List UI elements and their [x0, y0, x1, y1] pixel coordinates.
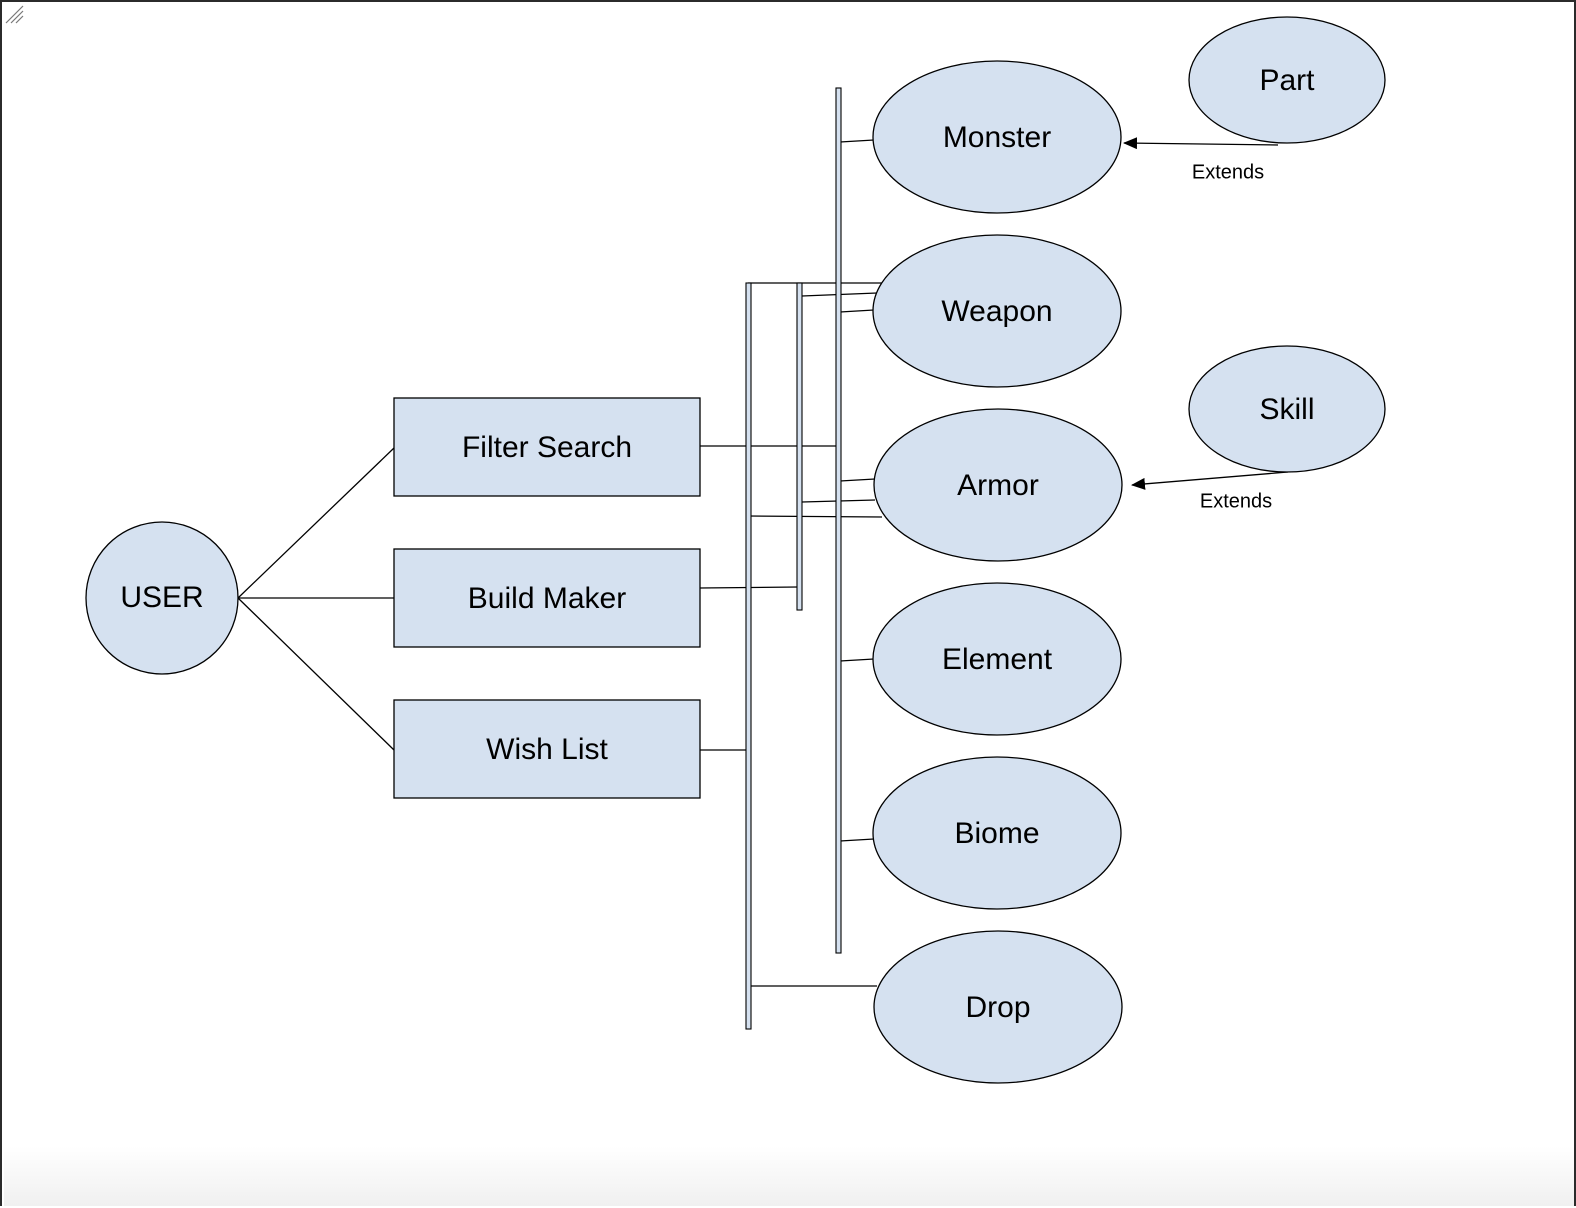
extends-label-skill: Extends [1200, 490, 1272, 512]
entity-label: Drop [965, 991, 1030, 1024]
extension-ellipse [1188, 345, 1386, 473]
user-circle [85, 521, 239, 675]
build-maker-bus [796, 282, 803, 611]
feature-build-maker[interactable]: Build Maker [393, 548, 701, 648]
feature-label: Build Maker [468, 582, 626, 615]
feature-label: Wish List [486, 733, 608, 766]
entity-ellipse [872, 234, 1122, 388]
edge-skill-extends-armor [1131, 471, 1289, 490]
entity-ellipse [872, 582, 1122, 736]
entity-label: Monster [943, 121, 1051, 154]
edge-bus-monster [839, 139, 875, 143]
edge-bus-armor-c [747, 515, 883, 518]
feature-box [393, 699, 701, 799]
canvas-bottom-shade [4, 1146, 1574, 1206]
entity-monster[interactable]: Monster [872, 60, 1122, 214]
feature-box [393, 397, 701, 497]
feature-box [393, 548, 701, 648]
edge-bus-element [839, 658, 875, 662]
user-node[interactable]: USER [85, 521, 239, 675]
entity-drop[interactable]: Drop [873, 930, 1123, 1084]
entity-ellipse [872, 756, 1122, 910]
entity-weapon[interactable]: Weapon [872, 234, 1122, 388]
entity-armor[interactable]: Armor [873, 408, 1123, 562]
extension-ellipse [1188, 16, 1386, 144]
feature-label: Filter Search [462, 431, 632, 464]
filter-search-bus [835, 87, 842, 954]
entity-ellipse [873, 930, 1123, 1084]
extension-skill[interactable]: Skill [1188, 345, 1386, 473]
edge-part-extends-monster [1123, 137, 1279, 150]
extends-label-part: Extends [1192, 161, 1264, 183]
edge-bus-armor-a [839, 478, 876, 482]
entity-element[interactable]: Element [872, 582, 1122, 736]
entity-ellipse [873, 408, 1123, 562]
entity-label: Biome [954, 817, 1039, 850]
entity-biome[interactable]: Biome [872, 756, 1122, 910]
extension-part[interactable]: Part [1188, 16, 1386, 144]
wish-list-bus [745, 282, 752, 1030]
entity-label: Element [942, 643, 1053, 676]
extension-label: Skill [1259, 393, 1314, 426]
feature-wish-list[interactable]: Wish List [393, 699, 701, 799]
edge-user-wish-list [237, 597, 395, 751]
extension-label: Part [1259, 64, 1315, 97]
entity-label: Armor [957, 469, 1039, 502]
entity-ellipse [872, 60, 1122, 214]
user-label: USER [120, 581, 203, 614]
edge-bus-weapon-c [839, 309, 875, 313]
feature-filter-search[interactable]: Filter Search [393, 397, 701, 497]
entity-label: Weapon [941, 295, 1052, 328]
edge-user-filter-search [237, 447, 395, 599]
edge-bus-biome [839, 838, 875, 842]
resize-grip-icon[interactable] [2, 2, 24, 24]
